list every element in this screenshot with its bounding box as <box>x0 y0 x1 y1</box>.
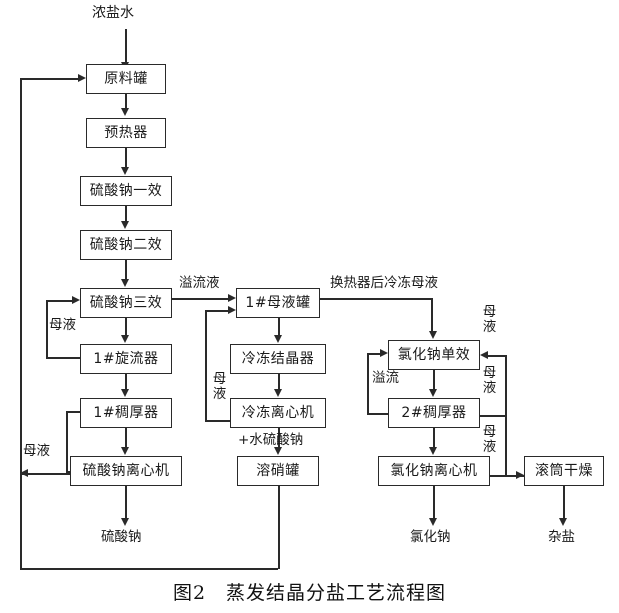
line-frozen-mother-liquor-after-hx <box>320 298 433 300</box>
line-freeze-centrifuge-recycle-out <box>205 420 230 422</box>
line-main-recycle-to-raw-tank <box>20 78 78 80</box>
label-mother-liquor-freeze: 母液 <box>212 371 227 402</box>
line-overflow-up <box>367 353 369 414</box>
line-tank1-to-crystallizer <box>278 318 280 336</box>
line-cyclone1-recycle-out <box>46 357 80 359</box>
node-thickener-2[interactable]: 2#稠厚器 <box>388 398 480 428</box>
arrowhead-nacl-effect-to-thickener2 <box>428 389 437 397</box>
node-cyclone-1[interactable]: 1#旋流器 <box>80 344 172 374</box>
node-nacl-centrifuge[interactable]: 氯化钠离心机 <box>378 456 490 486</box>
line-effect1-to-effect2 <box>125 206 127 222</box>
node-mother-liquor-tank-1[interactable]: 1#母液罐 <box>236 288 320 318</box>
node-raw-tank[interactable]: 原料罐 <box>86 64 166 94</box>
line-effect3-to-cyclone1 <box>125 318 127 336</box>
arrowhead-na2so4-recycle-to-main <box>20 468 28 477</box>
arrowhead-crystallizer-to-freeze-centrifuge <box>273 389 282 397</box>
node-nacl-single-effect[interactable]: 氯化钠单效 <box>388 340 480 370</box>
node-preheater[interactable]: 预热器 <box>86 118 166 148</box>
line-nacl-effect-to-thickener2 <box>433 370 435 390</box>
label-mother-liquor-centrifuge: 母液 <box>23 443 50 459</box>
label-mother-liquor-cyclone: 母液 <box>49 317 76 333</box>
line-centrifuge-to-product <box>125 486 127 520</box>
line-overflow-liquid <box>172 298 230 300</box>
arrowhead-frozen-mother-liquor-to-nacl-effect <box>428 331 437 339</box>
output-mixed-salt-label: 杂盐 <box>548 529 575 545</box>
line-cyclone1-recycle-up <box>46 300 48 358</box>
arrowhead-overflow-to-nacl-effect <box>380 348 388 357</box>
arrowhead-thickener2-to-nacl-centrifuge <box>428 447 437 455</box>
line-dissolving-tank-return <box>20 568 278 570</box>
arrowhead-preheater-to-effect1 <box>120 167 129 175</box>
line-freeze-centrifuge-to-dissolving-tank <box>278 428 280 448</box>
arrowhead-nacl-centrifuge-to-drum-dryer <box>516 470 524 479</box>
label-hydrated-sodium-sulfate: +水硫酸钠 <box>238 432 304 448</box>
arrowhead-raw-tank-to-preheater <box>120 108 129 116</box>
arrowhead-cyclone1-to-thickener1 <box>120 389 129 397</box>
node-thickener-1[interactable]: 1#稠厚器 <box>80 398 172 428</box>
node-drum-dryer[interactable]: 滚筒干燥 <box>524 456 604 486</box>
line-main-recycle-spine <box>20 78 22 569</box>
label-mother-liquor-thickener2: 母液 <box>482 365 497 396</box>
arrowhead-thickener1-to-centrifuge <box>120 447 129 455</box>
node-na2so4-effect2[interactable]: 硫酸钠二效 <box>80 230 172 260</box>
label-mother-liquor-nacl-effect: 母液 <box>482 304 497 335</box>
line-thickener1-left-tap <box>66 411 82 413</box>
arrowhead-tank1-to-crystallizer <box>273 335 282 343</box>
arrowhead-effect3-to-cyclone1 <box>120 335 129 343</box>
label-mother-liquor-nacl-centrifuge: 母液 <box>482 424 497 455</box>
line-overflow-thickener2-out <box>367 413 388 415</box>
node-na2so4-effect3[interactable]: 硫酸钠三效 <box>80 288 172 318</box>
line-nacl-centrifuge-to-product <box>433 486 435 520</box>
arrowhead-cyclone1-recycle-to-effect3 <box>72 295 80 304</box>
label-frozen-mother-liquor-after-hx: 换热器后冷冻母液 <box>330 275 438 291</box>
node-freeze-crystallizer[interactable]: 冷冻结晶器 <box>230 344 326 374</box>
label-overflow-liquid: 溢流液 <box>179 275 220 291</box>
figure-caption: 图2 蒸发结晶分盐工艺流程图 <box>172 582 447 604</box>
line-preheater-to-effect1 <box>125 148 127 168</box>
arrowhead-nacl-centrifuge-to-product <box>428 518 437 526</box>
node-na2so4-effect1[interactable]: 硫酸钠一效 <box>80 176 172 206</box>
arrowhead-main-recycle-to-raw-tank <box>78 73 86 82</box>
line-raw-tank-to-preheater <box>125 94 127 110</box>
line-mother-liquor-nacl-effect <box>488 355 506 357</box>
feed-label: 浓盐水 <box>92 5 134 21</box>
line-crystallizer-to-freeze-centrifuge <box>278 374 280 390</box>
output-sodium-sulfate-label: 硫酸钠 <box>101 529 142 545</box>
line-overflow-in <box>367 353 380 355</box>
arrowhead-effect1-to-effect2 <box>120 221 129 229</box>
line-centrifuge-left-stub <box>66 471 72 473</box>
arrowhead-effect2-to-effect3 <box>120 279 129 287</box>
arrowhead-mother-liquor-into-nacl-effect <box>480 350 488 359</box>
line-thickener1-to-centrifuge <box>125 428 127 448</box>
line-drum-dryer-to-product <box>563 486 565 520</box>
line-cyclone1-recycle-in <box>46 300 72 302</box>
node-dissolving-tank[interactable]: 溶硝罐 <box>237 456 319 486</box>
line-frozen-mother-liquor-down <box>431 298 433 332</box>
node-na2so4-centrifuge[interactable]: 硫酸钠离心机 <box>70 456 182 486</box>
arrowhead-freeze-recycle-to-tank1 <box>228 305 236 314</box>
line-effect2-to-effect3 <box>125 260 127 280</box>
line-mother-liquor-thickener2 <box>480 415 506 417</box>
arrowhead-drum-dryer-to-product <box>558 518 567 526</box>
line-freeze-centrifuge-recycle-in <box>205 310 228 312</box>
arrowhead-centrifuge-to-product <box>120 518 129 526</box>
line-feed-to-raw-tank <box>125 29 127 65</box>
output-sodium-chloride-label: 氯化钠 <box>410 529 451 545</box>
line-mother-liquor-nacl-centrifuge <box>490 475 524 477</box>
line-dissolving-tank-down <box>278 486 280 569</box>
label-overflow: 溢流 <box>372 370 399 386</box>
line-cyclone1-to-thickener1 <box>125 374 127 390</box>
line-freeze-centrifuge-recycle-up <box>205 310 207 421</box>
node-freeze-centrifuge[interactable]: 冷冻离心机 <box>230 398 326 428</box>
arrowhead-freeze-centrifuge-to-dissolving-tank <box>273 447 282 455</box>
line-na2so4-centrifuge-recycle <box>20 473 70 475</box>
arrowhead-overflow-liquid <box>228 293 236 302</box>
line-thickener1-down <box>66 411 68 473</box>
line-thickener2-to-nacl-centrifuge <box>433 428 435 448</box>
